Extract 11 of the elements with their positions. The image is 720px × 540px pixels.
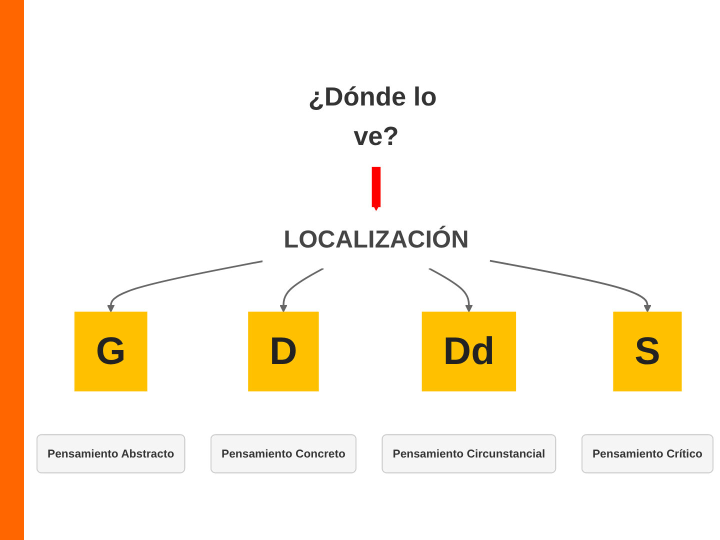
node-box: G (74, 312, 148, 392)
node-box: Dd (422, 312, 516, 392)
arrow (372, 166, 381, 212)
node-text: LOCALIZACIÓN (284, 226, 469, 253)
arrow (490, 260, 652, 313)
node-box: D (248, 312, 319, 392)
node-box: S (613, 312, 682, 392)
arrow (280, 268, 324, 313)
arrow (428, 268, 473, 313)
arrow (107, 260, 263, 313)
node-text: ¿Dónde lo ve? (308, 82, 437, 152)
